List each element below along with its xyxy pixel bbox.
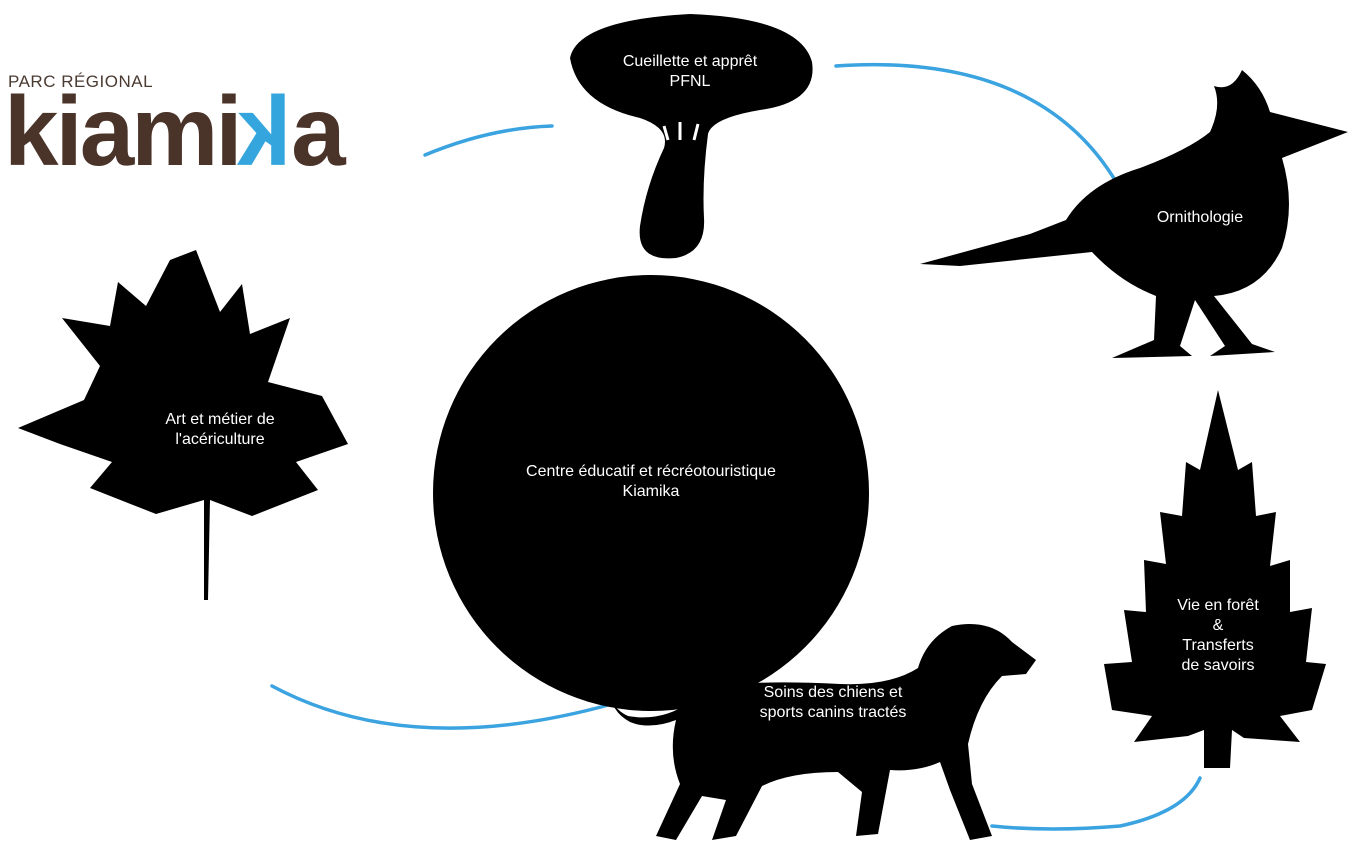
- center-label-line1: Centre éducatif et récréotouristique: [526, 463, 776, 480]
- tree-label-line3: Transferts: [1182, 637, 1254, 654]
- bird-label-text: Ornithologie: [1156, 209, 1244, 226]
- dog-label: Soins des chiens et sports canins tracté…: [730, 683, 936, 723]
- mushroom-icon: [570, 14, 813, 259]
- logo-wordmark-mirrored-k: k: [239, 76, 292, 186]
- bird-label: Ornithologie: [1140, 208, 1260, 228]
- mushroom-label: Cueillette et apprêt PFNL: [590, 52, 790, 92]
- tree-label-line4: de savoirs: [1181, 657, 1255, 674]
- center-label: Centre éducatif et récréotouristique Kia…: [470, 462, 832, 502]
- leaf-label: Art et métier de l'acériculture: [130, 410, 310, 450]
- dog-label-line1: Soins des chiens et: [763, 684, 903, 701]
- maple-leaf-icon: [18, 250, 348, 600]
- tree-label-line2: &: [1212, 617, 1224, 634]
- center-label-line2: Kiamika: [622, 483, 680, 500]
- center-circle: [433, 275, 869, 711]
- connector-leaf-dog: [270, 684, 614, 730]
- logo-wordmark-start: kiami: [4, 76, 243, 186]
- logo-subtitle: PARC RÉGIONAL: [8, 72, 154, 91]
- logo-wordmark-end: a: [291, 76, 345, 186]
- mushroom-label-line1: Cueillette et apprêt: [622, 53, 758, 70]
- connector-logo-mushroom: [423, 124, 554, 157]
- connector-dog-tree: [990, 776, 1202, 831]
- logo-wordmark: kiamika: [4, 76, 346, 186]
- dog-label-line2: sports canins tractés: [759, 704, 907, 721]
- tree-icon: [1104, 390, 1326, 768]
- leaf-label-line1: Art et métier de: [165, 411, 275, 428]
- tree-label-line1: Vie en forêt: [1177, 597, 1259, 614]
- tree-label: Vie en forêt & Transferts de savoirs: [1158, 596, 1278, 676]
- leaf-label-line2: l'acériculture: [175, 431, 265, 448]
- bird-icon: [920, 70, 1348, 358]
- connector-mushroom-bird: [834, 62, 1120, 187]
- dog-icon: [610, 624, 1036, 840]
- mushroom-label-line2: PFNL: [669, 73, 711, 90]
